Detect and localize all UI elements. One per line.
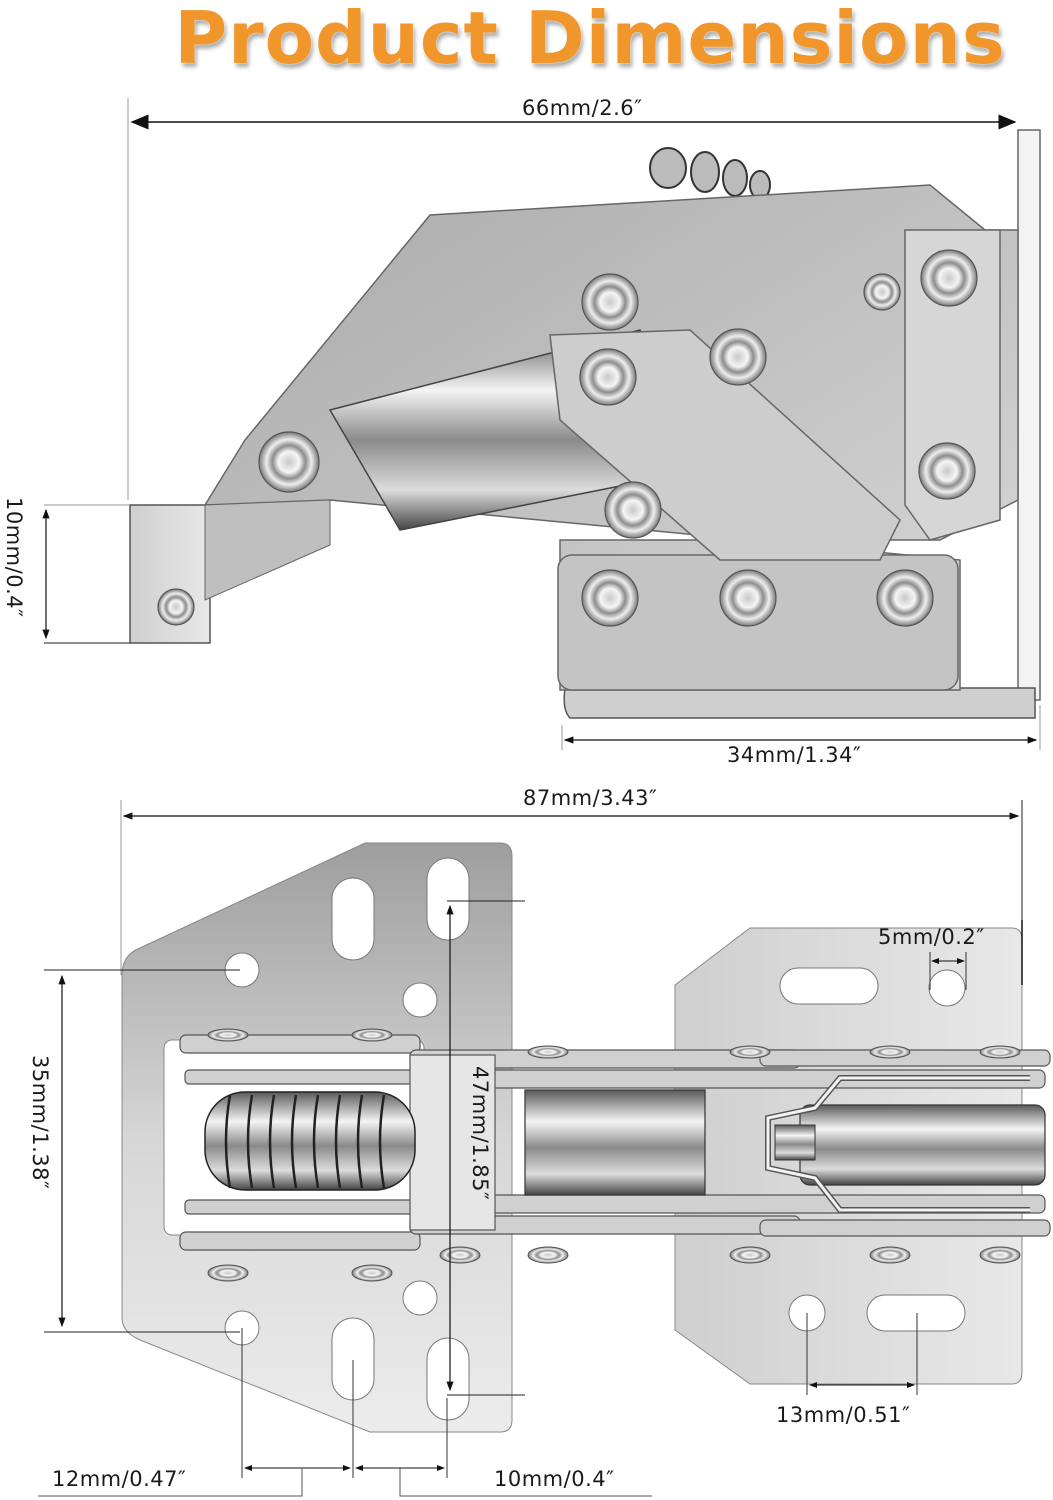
side-base-label: 34mm/1.34″ — [727, 743, 862, 767]
slot-offset-label: 10mm/0.4″ — [494, 1467, 615, 1491]
hole-diameter-label: 5mm/0.2″ — [878, 925, 985, 949]
side-width-label: 66mm/2.6″ — [522, 96, 643, 120]
front-width-label: 87mm/3.43″ — [523, 786, 658, 810]
hole-spacing-left-label: 12mm/0.47″ — [52, 1467, 187, 1491]
front-center-height-label: 47mm/1.85″ — [468, 1066, 492, 1201]
front-left-height-label: 35mm/1.38″ — [28, 1055, 52, 1190]
hole-spacing-right-label: 13mm/0.51″ — [776, 1403, 911, 1427]
page-title: Product Dimensions — [174, 0, 1006, 80]
side-view — [42, 98, 1041, 750]
front-view — [38, 800, 1051, 1497]
rivet-icons — [157, 249, 978, 627]
side-height-label: 10mm/0.4″ — [2, 497, 26, 618]
